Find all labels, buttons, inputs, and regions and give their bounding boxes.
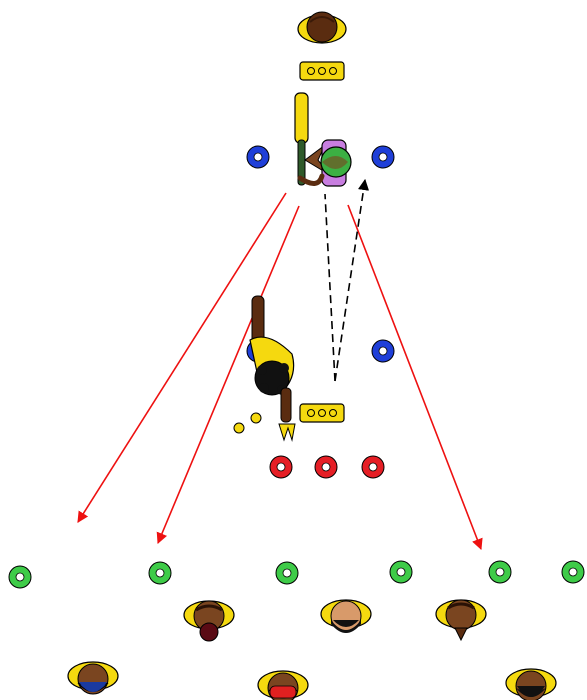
shot-arrow: [77, 192, 287, 523]
cone-marker-icon: [314, 455, 338, 479]
fielder-icon: [435, 599, 487, 642]
bottom-stumps-icon: [299, 403, 345, 423]
fielder-icon: [320, 599, 372, 633]
fielder-icon: [67, 661, 119, 695]
cone-marker-icon: [246, 145, 270, 169]
fielder-icon: [183, 600, 235, 642]
cone-marker-icon: [371, 145, 395, 169]
fielder-icon: [505, 668, 557, 700]
ball-path-line: [324, 193, 336, 382]
cone-marker-icon: [561, 560, 585, 584]
wicketkeeper-icon: [297, 11, 347, 44]
cone-marker-icon: [371, 339, 395, 363]
shot-arrow: [347, 204, 483, 551]
cone-marker-icon: [488, 560, 512, 584]
cone-marker-icon: [8, 565, 32, 589]
ball-icon: [233, 422, 245, 434]
top-stumps-icon: [299, 61, 345, 81]
cone-marker-icon: [269, 455, 293, 479]
shot-arrow: [156, 205, 300, 545]
ball-icon: [250, 412, 262, 424]
cone-marker-icon: [148, 561, 172, 585]
cone-marker-icon: [275, 561, 299, 585]
ball-path-arrow: [334, 178, 370, 382]
fielder-icon: [257, 670, 309, 700]
bowler-icon: [249, 295, 296, 442]
cone-marker-icon: [389, 560, 413, 584]
cone-marker-icon: [361, 455, 385, 479]
batsman-icon: [294, 92, 352, 187]
